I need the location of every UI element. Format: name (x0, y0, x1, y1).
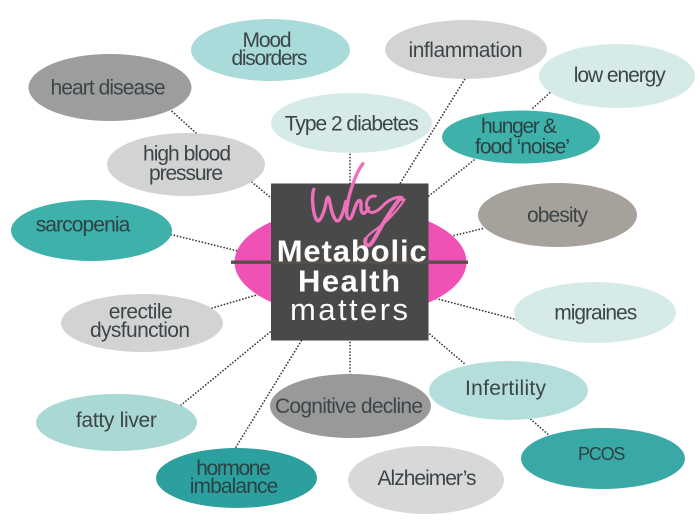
svg-text:hormone: hormone (196, 457, 271, 480)
svg-text:migraines: migraines (554, 302, 637, 325)
svg-text:Mood: Mood (243, 29, 292, 52)
svg-text:matters: matters (290, 292, 408, 327)
svg-text:sarcopenia: sarcopenia (36, 214, 131, 237)
svg-text:obesity: obesity (527, 204, 589, 227)
svg-text:Type 2 diabetes: Type 2 diabetes (285, 113, 419, 136)
svg-text:Infertility: Infertility (465, 377, 547, 400)
svg-text:PCOS: PCOS (578, 444, 626, 464)
svg-text:imbalance: imbalance (190, 475, 279, 498)
svg-text:pressure: pressure (149, 162, 223, 185)
svg-text:heart disease: heart disease (51, 77, 166, 100)
svg-text:hunger &: hunger & (481, 115, 557, 138)
svg-text:fatty liver: fatty liver (76, 409, 157, 432)
svg-text:Alzheimer’s: Alzheimer’s (378, 467, 477, 490)
svg-text:erectile: erectile (109, 301, 173, 324)
svg-text:dysfunction: dysfunction (90, 319, 190, 342)
svg-text:inflammation: inflammation (409, 39, 523, 62)
svg-text:Metabolic: Metabolic (277, 234, 427, 269)
svg-text:disorders: disorders (232, 47, 308, 70)
svg-text:high blood: high blood (143, 143, 231, 166)
svg-text:food ‘noise’: food ‘noise’ (475, 136, 570, 159)
svg-text:Cognitive decline: Cognitive decline (275, 395, 423, 418)
svg-text:low energy: low energy (574, 64, 667, 87)
svg-text:Health: Health (298, 264, 400, 299)
